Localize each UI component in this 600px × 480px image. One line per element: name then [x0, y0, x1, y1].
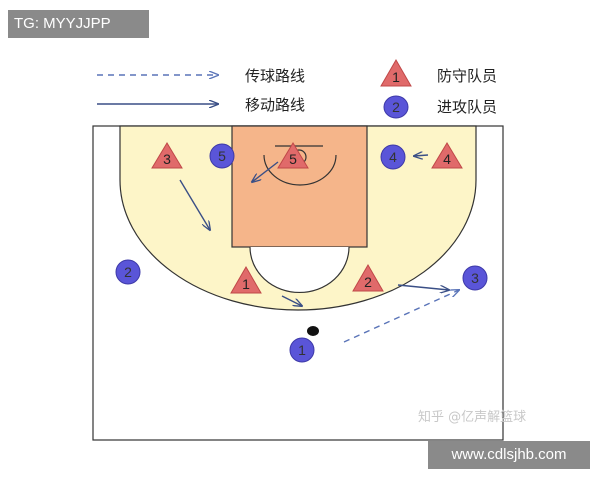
site-url-banner: www.cdlsjhb.com — [428, 441, 590, 469]
attacker-4: 4 — [380, 144, 406, 170]
attacker-5-number: 5 — [218, 148, 226, 164]
defender-3: 3 — [151, 142, 183, 169]
channel-tag: TG: MYYJJPP — [8, 10, 149, 38]
attacker-1: 1 — [289, 337, 315, 363]
free-throw-arc — [249, 246, 350, 293]
pass-legend-label: 传球路线 — [245, 67, 305, 85]
defender-2: 2 — [352, 263, 384, 292]
defender-legend-label: 防守队员 — [437, 67, 497, 85]
defender-legend-number: 1 — [392, 69, 400, 85]
attacker-legend-number: 2 — [392, 99, 400, 115]
attacker-4-number: 4 — [389, 149, 397, 165]
defender-3-number: 3 — [163, 151, 171, 167]
paint-area — [231, 125, 368, 248]
arrows — [179, 155, 459, 343]
half-court — [92, 125, 504, 441]
move-arrow-a4-side — [414, 155, 429, 156]
defender-4: 4 — [431, 142, 463, 169]
attacker-2-number: 2 — [124, 264, 132, 280]
attacker-5: 5 — [209, 143, 235, 169]
move-arrow-d1 — [281, 295, 302, 306]
defender-5: 5 — [277, 142, 309, 169]
attacker-2: 2 — [115, 259, 141, 285]
attacker-legend-label: 进攻队员 — [437, 98, 497, 116]
defender-1: 1 — [230, 265, 262, 294]
attacker-3: 3 — [462, 265, 488, 291]
legend: 传球路线 移动路线 1 防守队员 2 进攻队员 — [97, 58, 497, 119]
defender-4-number: 4 — [443, 151, 451, 167]
move-arrow-d5 — [252, 161, 279, 182]
move-arrow-d2 — [397, 284, 449, 290]
ball — [307, 326, 319, 336]
defender-2-number: 2 — [364, 274, 372, 290]
move-legend-label: 移动路线 — [245, 96, 305, 114]
defender-5-number: 5 — [289, 151, 297, 167]
attacker-legend-icon — [383, 95, 409, 119]
restricted-arc — [263, 154, 337, 186]
defender-legend-icon — [380, 58, 412, 87]
move-arrow-d3 — [179, 179, 210, 230]
attacker-1-number: 1 — [298, 342, 306, 358]
defender-1-number: 1 — [242, 276, 250, 292]
attacker-3-number: 3 — [471, 270, 479, 286]
watermark-text: 知乎 @亿声解篮球 — [418, 409, 526, 425]
